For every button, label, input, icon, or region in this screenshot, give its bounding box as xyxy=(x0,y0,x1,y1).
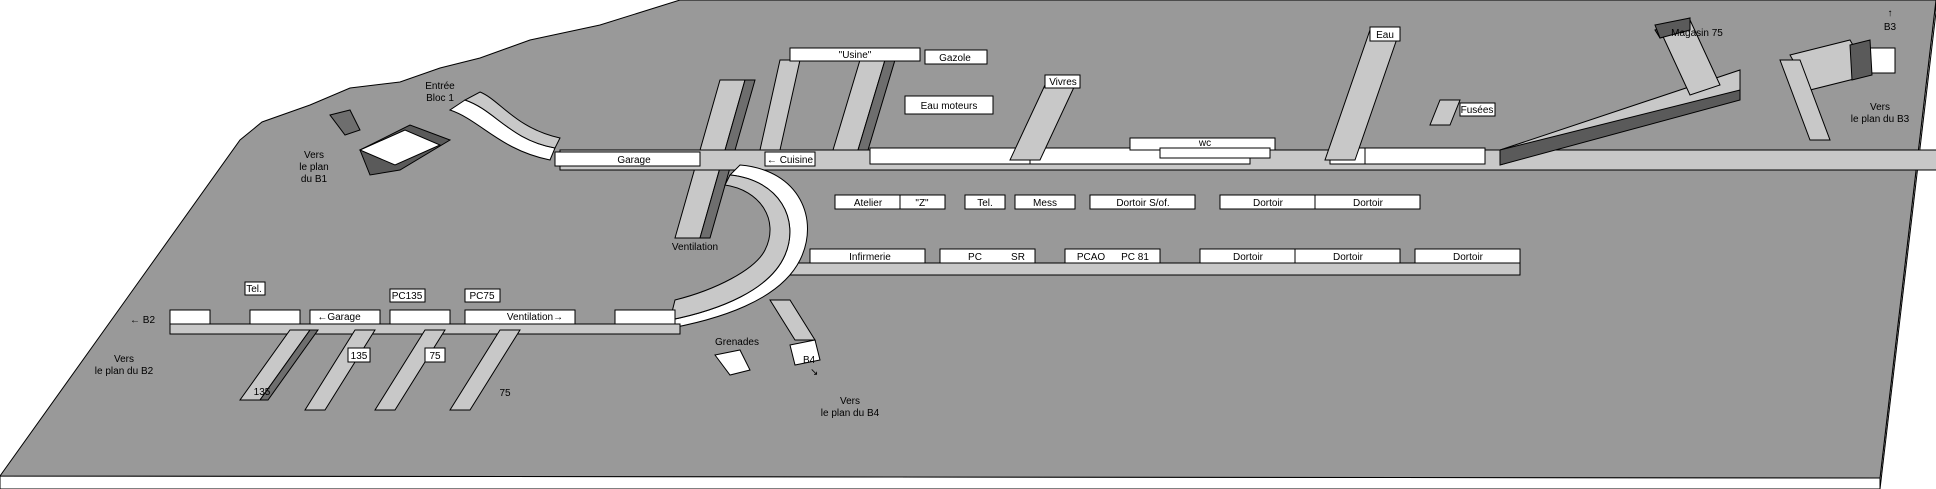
label-entree-2: Bloc 1 xyxy=(426,93,454,104)
label-b3-arrow: ↑ xyxy=(1888,8,1893,19)
label-entree-1: Entrée xyxy=(425,81,455,92)
grenades-area xyxy=(714,299,821,376)
label-vers-b1-1: Vers xyxy=(304,150,324,161)
label-dortoir-4: Dortoir xyxy=(1333,252,1364,263)
label-dortoir-2: Dortoir xyxy=(1353,198,1384,209)
label-garage-top: Garage xyxy=(617,155,651,166)
label-75-a: 75 xyxy=(429,351,441,362)
label-wc: wc xyxy=(1198,138,1211,149)
entrance-block xyxy=(329,109,452,176)
label-magasin-75: Magasin 75 xyxy=(1671,28,1723,39)
label-b2: ← B2 xyxy=(130,315,155,326)
label-gazole-box: Gazole xyxy=(939,53,971,64)
label-sr: SR xyxy=(1011,252,1025,263)
fusees-room xyxy=(1429,99,1496,126)
label-pc75: PC75 xyxy=(469,291,494,302)
entrance-path xyxy=(448,91,701,167)
rooms-row-2 xyxy=(779,248,1521,276)
label-pc135: PC135 xyxy=(392,291,423,302)
label-b4-arrow: ↘ xyxy=(810,367,818,378)
label-infirmerie: Infirmerie xyxy=(849,252,891,263)
label-dortoir-3: Dortoir xyxy=(1233,252,1264,263)
label-vivres: Vivres xyxy=(1049,77,1077,88)
labels: Entrée Bloc 1 Vers le plan du B1 ← B2 Ve… xyxy=(95,8,1910,419)
label-75-b: 75 xyxy=(499,388,511,399)
label-vers-b2-1: Vers xyxy=(114,354,134,365)
label-tel-mid: Tel. xyxy=(977,198,993,209)
label-z: "Z" xyxy=(915,198,929,209)
label-dortoir-1: Dortoir xyxy=(1253,198,1284,209)
label-pcao: PCAO xyxy=(1077,252,1106,263)
label-cuisine: ← Cuisine xyxy=(767,155,814,166)
label-b4: B4 xyxy=(803,355,816,366)
label-garage-left: ←Garage xyxy=(317,312,361,323)
label-vers-b3-2: le plan du B3 xyxy=(1851,114,1910,125)
label-grenades: Grenades xyxy=(715,337,759,348)
eau-shaft xyxy=(1324,26,1401,161)
label-fusees: Fusées xyxy=(1461,105,1494,116)
label-vers-b3-1: Vers xyxy=(1870,102,1890,113)
label-pc: PC xyxy=(968,252,982,263)
label-ventilation-left: Ventilation xyxy=(672,242,718,253)
label-vers-b2-2: le plan du B2 xyxy=(95,366,154,377)
label-atelier: Atelier xyxy=(854,198,883,209)
label-vers-b4-1: Vers xyxy=(840,396,860,407)
rooms-row-1 xyxy=(834,194,1421,210)
label-vers-b1-3: du B1 xyxy=(301,174,328,185)
label-usine-box: "Usine" xyxy=(839,50,872,61)
label-eau-moteurs: Eau moteurs xyxy=(921,101,978,112)
label-ventilation-right: Ventilation→ xyxy=(507,312,563,323)
main-corridor xyxy=(559,137,1936,171)
label-vers-b1-2: le plan xyxy=(299,162,328,173)
label-b3: B3 xyxy=(1884,22,1897,33)
label-vers-b4-2: le plan du B4 xyxy=(821,408,880,419)
label-dortoir-sof: Dortoir S/of. xyxy=(1116,198,1169,209)
label-dortoir-5: Dortoir xyxy=(1453,252,1484,263)
label-135-a: 135 xyxy=(254,387,271,398)
label-mess: Mess xyxy=(1033,198,1057,209)
magasin-75-area xyxy=(1654,17,1896,81)
label-eau: Eau xyxy=(1376,30,1394,41)
label-pc81: PC 81 xyxy=(1121,252,1149,263)
label-tel-left: Tel. xyxy=(246,284,262,295)
label-135-b: 135 xyxy=(351,351,368,362)
vivres-room xyxy=(1009,74,1081,161)
